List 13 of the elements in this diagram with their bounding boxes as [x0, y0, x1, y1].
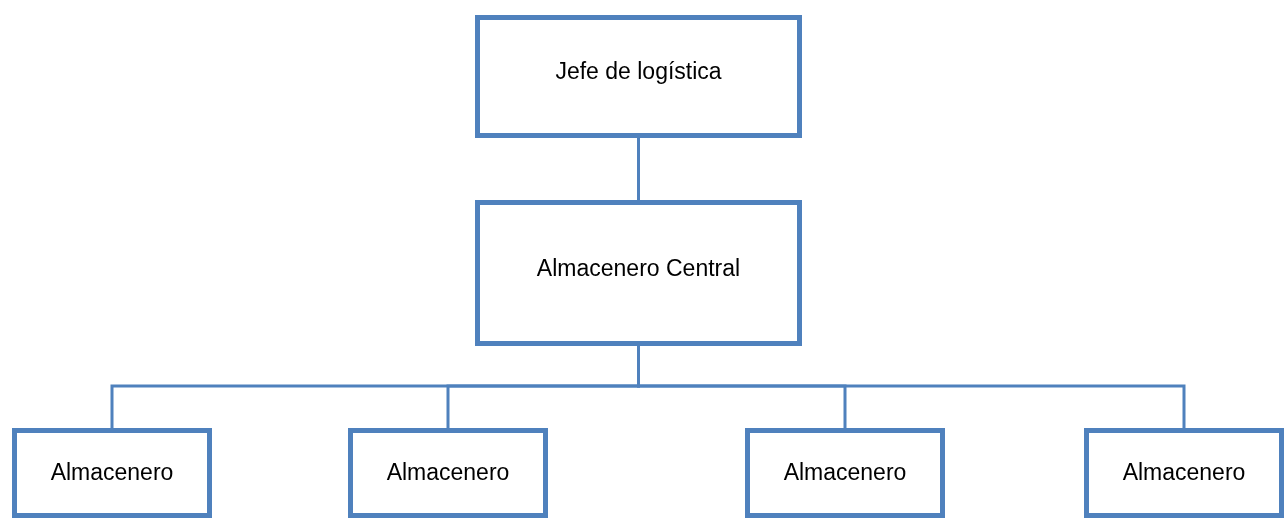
role-label: Almacenero [1122, 459, 1246, 487]
org-box [12, 428, 212, 518]
role-label: Almacenero Central [536, 255, 741, 283]
connector-line [637, 138, 640, 200]
role-label: Almacenero [386, 459, 510, 487]
role-label: Almacenero [50, 459, 174, 487]
org-box [1084, 428, 1284, 518]
org-box [475, 200, 802, 346]
role-label: Almacenero [783, 459, 907, 487]
org-box [348, 428, 548, 518]
org-box [475, 15, 802, 138]
org-box [745, 428, 945, 518]
role-label: Jefe de logística [555, 58, 722, 86]
